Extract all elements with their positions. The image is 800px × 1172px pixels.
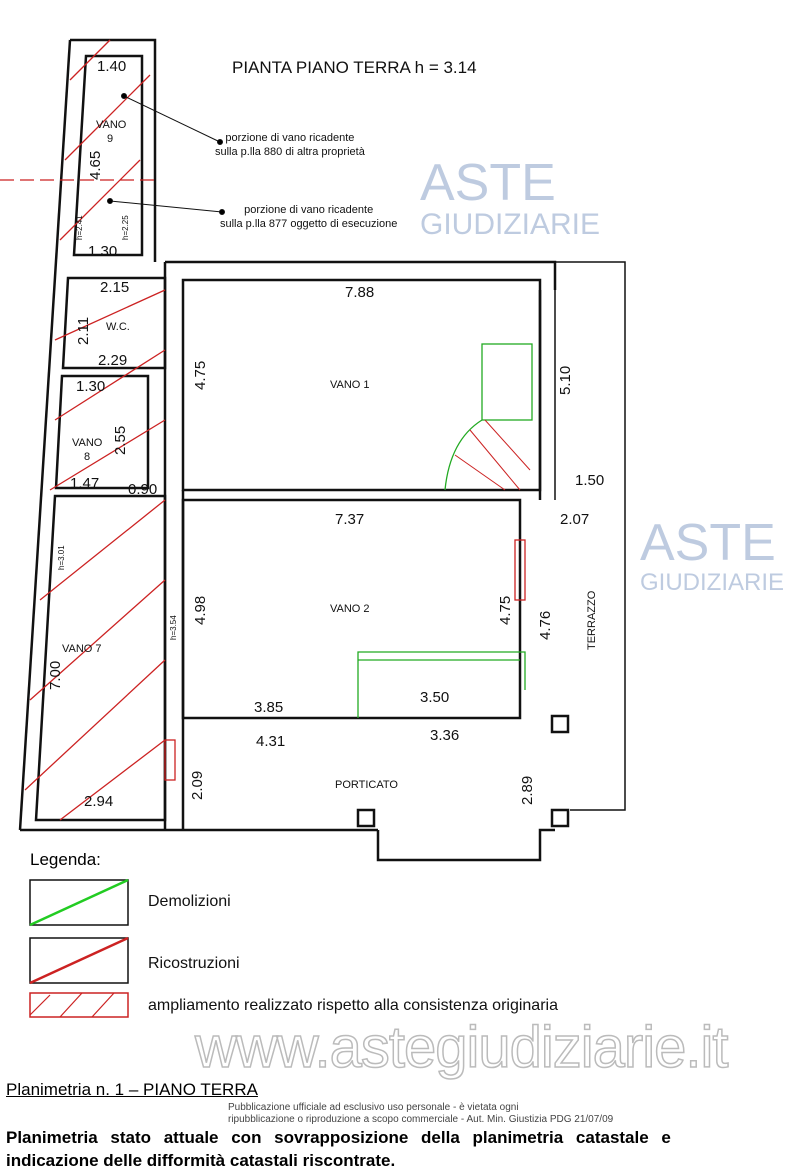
room-label: VANO — [96, 119, 127, 131]
note-leaders — [107, 93, 225, 215]
dimension: 2.94 — [84, 793, 113, 810]
room-label: VANO 7 — [62, 643, 102, 655]
dimension: 3.85 — [254, 699, 283, 716]
dimension: 1.50 — [575, 472, 604, 489]
dimension: 1.47 — [70, 475, 99, 492]
watermark: ASTE GIUDIZIARIE ASTE GIUDIZIARIE — [420, 154, 784, 596]
watermark-brand-top: ASTE — [420, 154, 556, 212]
ampliamento-hatch — [0, 39, 526, 821]
note-line: porzione di vano ricadente — [225, 132, 355, 144]
dimension: h=3.54 — [169, 615, 178, 640]
dimension: 2.55 — [112, 426, 129, 455]
watermark-site: www.astegiudiziarie.it — [194, 1015, 729, 1080]
dimension: 2.29 — [98, 352, 127, 369]
dimension: h=2.41 — [75, 215, 84, 240]
room-label: VANO 2 — [330, 603, 370, 615]
dimension: 2.07 — [560, 511, 589, 528]
dimension: 4.31 — [256, 733, 285, 750]
room-label: W.C. — [106, 321, 130, 333]
dimension: 4.75 — [497, 596, 514, 625]
dimensions: 1.40 4.65 1.30 h=2.41 h=2.25 2.15 2.11 2… — [47, 58, 604, 810]
dimension: 1.30 — [88, 243, 117, 260]
plan-title: PIANTA PIANO TERRA h = 3.14 — [232, 58, 477, 77]
room-label: PORTICATO — [335, 779, 398, 791]
room-label: TERRAZZO — [586, 590, 598, 650]
publication-notice-1: Pubblicazione ufficiale ad esclusivo uso… — [228, 1102, 519, 1113]
room-label: VANO 1 — [330, 379, 370, 391]
dimension: 0.90 — [128, 481, 157, 498]
dimension: h=3.01 — [57, 545, 66, 570]
room-labels: VANO 9 W.C. VANO 8 VANO 7 VANO 1 VANO 2 … — [62, 119, 598, 791]
walls — [18, 38, 626, 862]
dimension: 2.89 — [519, 776, 536, 805]
publication-notice-2: ripubblicazione o riproduzione a scopo c… — [228, 1114, 614, 1125]
dimension: 5.10 — [557, 366, 574, 395]
dimension: 4.98 — [192, 596, 209, 625]
watermark-brand-top: ASTE — [640, 514, 776, 572]
dimension: h=2.25 — [121, 215, 130, 240]
room-label: 9 — [107, 133, 113, 145]
dimension: 4.76 — [537, 611, 554, 640]
caption-heading: Planimetria n. 1 – PIANO TERRA — [6, 1080, 258, 1099]
note-p877: porzione di vano ricadente sulla p.lla 8… — [220, 203, 397, 231]
legend-title: Legenda: — [30, 850, 101, 869]
note-line: porzione di vano ricadente — [244, 204, 374, 216]
legend-ricostruzioni: Ricostruzioni — [148, 955, 240, 972]
dimension: 7.88 — [345, 284, 374, 301]
dimension: 4.75 — [192, 361, 209, 390]
caption-line2: indicazione delle difformità catastali r… — [6, 1151, 396, 1170]
staircase-red — [454, 419, 531, 491]
dimension: 3.36 — [430, 727, 459, 744]
note-line: sulla p.lla 880 di altra proprietà — [215, 146, 365, 158]
dimension: 3.50 — [420, 689, 449, 706]
dimension: 1.40 — [97, 58, 126, 75]
watermark-brand-bottom: GIUDIZIARIE — [640, 569, 784, 596]
dimension: 7.00 — [47, 661, 64, 690]
note-p880: porzione di vano ricadente sulla p.lla 8… — [215, 131, 365, 159]
room-label: 8 — [84, 451, 90, 463]
note-line: sulla p.lla 877 oggetto di esecuzione — [220, 218, 398, 230]
dimension: 2.09 — [189, 771, 206, 800]
dimension: 4.65 — [87, 151, 104, 180]
dimension: 7.37 — [335, 511, 364, 528]
dimension: 2.11 — [75, 317, 92, 345]
legend-demolizioni: Demolizioni — [148, 893, 231, 910]
dimension: 2.15 — [100, 279, 129, 296]
watermark-brand-bottom: GIUDIZIARIE — [420, 208, 600, 241]
caption-line1: Planimetria stato attuale con sovrapposi… — [6, 1128, 671, 1147]
staircase — [357, 343, 533, 718]
legend-ampliamento: ampliamento realizzato rispetto alla con… — [148, 997, 558, 1014]
legend-boxes — [29, 878, 129, 1018]
dimension: 1.30 — [76, 378, 105, 395]
room-label: VANO — [72, 437, 103, 449]
